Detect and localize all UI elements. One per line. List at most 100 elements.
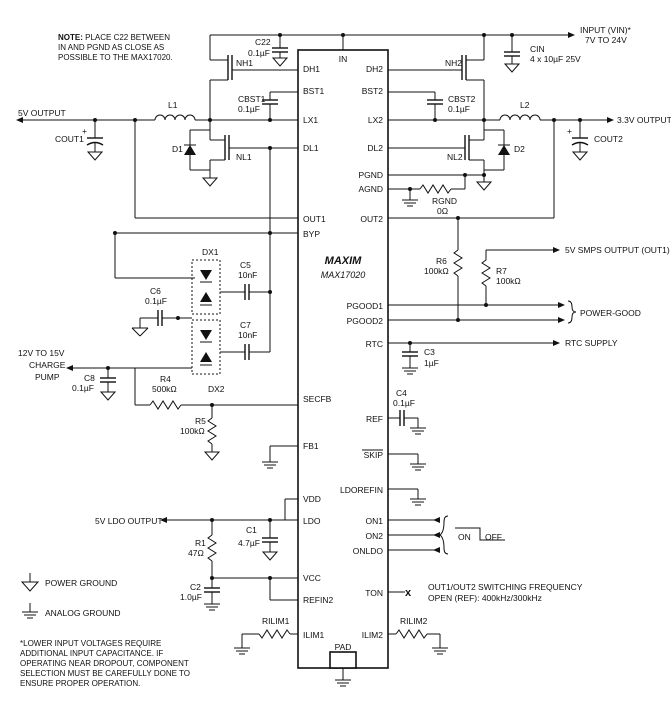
nl2-mosfet: NL2 <box>388 120 485 175</box>
pin-pgnd: PGND <box>358 170 383 180</box>
input-label: INPUT (VIN)* <box>580 25 632 35</box>
svg-text:0.1µF: 0.1µF <box>238 104 260 114</box>
pin-rtc: RTC <box>366 339 383 349</box>
pgood-network: R6 100kΩ 5V SMPS OUTPUT (OUT1) R7 100kΩ … <box>388 218 670 324</box>
svg-text:1.0µF: 1.0µF <box>180 592 202 602</box>
svg-text:D2: D2 <box>514 144 525 154</box>
cout2-capacitor: + COUT2 <box>567 118 623 161</box>
top-note: NOTE: PLACE C22 BETWEEN IN AND PGND AS C… <box>58 33 173 62</box>
pin-skip: SKIP <box>364 450 384 460</box>
svg-text:PUMP: PUMP <box>35 372 60 382</box>
pin-pad: PAD <box>335 642 352 652</box>
svg-text:4.7µF: 4.7µF <box>238 538 260 548</box>
pin-dl2: DL2 <box>367 143 383 153</box>
cin-capacitor: CIN 4 x 10µF 25V <box>503 33 581 73</box>
ldo-section: 5V LDO OUTPUT C1 4.7µF R1 47Ω C2 1.0µF <box>95 498 298 611</box>
pin-refin2: REFIN2 <box>303 595 334 605</box>
ref-network: C4 0.1µF <box>388 388 426 435</box>
svg-text:D1: D1 <box>172 144 183 154</box>
out1-byp-wires <box>113 118 298 235</box>
svg-text:1µF: 1µF <box>424 358 439 368</box>
svg-text:0.1µF: 0.1µF <box>393 398 415 408</box>
pin-byp: BYP <box>303 229 320 239</box>
svg-text:R4: R4 <box>160 374 171 384</box>
svg-text:0.1µF: 0.1µF <box>448 104 470 114</box>
svg-text:RGND: RGND <box>432 196 457 206</box>
skip-ground <box>388 453 426 471</box>
svg-text:NH1: NH1 <box>236 58 253 68</box>
pin-ldo: LDO <box>303 516 321 526</box>
nl1-mosfet: NL1 <box>201 120 298 187</box>
svg-text:OUT1/OUT2 SWITCHING FREQUENCY: OUT1/OUT2 SWITCHING FREQUENCY <box>428 582 583 592</box>
out1-label: 5V OUTPUT <box>18 108 66 118</box>
svg-text:CIN: CIN <box>530 44 545 54</box>
out2-wire <box>388 118 556 220</box>
svg-text:C7: C7 <box>240 320 251 330</box>
svg-text:R6: R6 <box>436 256 447 266</box>
out2-label: 3.3V OUTPUT <box>617 115 671 125</box>
svg-text:C1: C1 <box>246 525 257 535</box>
pin-on2: ON2 <box>366 531 384 541</box>
pin-out2: OUT2 <box>360 214 383 224</box>
svg-text:R1: R1 <box>195 538 206 548</box>
off-label: OFF <box>485 532 502 542</box>
pin-ton: TON <box>365 588 383 598</box>
legend-analog-ground: ANALOG GROUND <box>22 603 121 619</box>
svg-text:POWER GROUND: POWER GROUND <box>45 578 117 588</box>
l2-inductor: L2 3.3V OUTPUT <box>499 100 671 125</box>
svg-text:R5: R5 <box>195 416 206 426</box>
pin-onldo: ONLDO <box>353 546 384 556</box>
svg-text:OPERATING NEAR DROPOUT, COMPON: OPERATING NEAR DROPOUT, COMPONENT <box>20 659 189 668</box>
ground-symbol <box>335 679 351 687</box>
svg-text:NL1: NL1 <box>236 152 252 162</box>
l1-inductor: L1 5V OUTPUT <box>16 100 196 123</box>
pin-pgood1: PGOOD1 <box>347 301 384 311</box>
svg-text:0.1µF: 0.1µF <box>145 296 167 306</box>
input-range: 7V TO 24V <box>585 35 627 45</box>
svg-text:CBST1: CBST1 <box>238 94 266 104</box>
nh1-mosfet: NH1 <box>209 35 298 120</box>
svg-text:100kΩ: 100kΩ <box>424 266 449 276</box>
bottom-note: *LOWER INPUT VOLTAGES REQUIRE ADDITIONAL… <box>20 639 190 688</box>
svg-text:CHARGE: CHARGE <box>29 360 66 370</box>
svg-text:C6: C6 <box>150 286 161 296</box>
pin-fb1: FB1 <box>303 441 319 451</box>
pin-ilim2: ILIM2 <box>362 630 384 640</box>
fb1-ground <box>262 445 298 469</box>
svg-text:100kΩ: 100kΩ <box>180 426 205 436</box>
pin-vdd: VDD <box>303 494 321 504</box>
svg-text:ENSURE PROPER OPERATION.: ENSURE PROPER OPERATION. <box>20 679 140 688</box>
pin-secfb: SECFB <box>303 394 332 404</box>
svg-text:NH2: NH2 <box>445 58 462 68</box>
pad-box <box>329 651 357 669</box>
ldorefin-ground <box>388 488 426 506</box>
svg-text:R7: R7 <box>496 266 507 276</box>
pin-dh1: DH1 <box>303 64 320 74</box>
svg-text:C22: C22 <box>255 37 271 47</box>
svg-text:DX1: DX1 <box>202 247 219 257</box>
svg-text:47Ω: 47Ω <box>188 548 204 558</box>
svg-text:COUT1: COUT1 <box>55 134 84 144</box>
c22-capacitor: C22 0.1µF <box>248 33 289 67</box>
svg-text:IN AND PGND AS CLOSE AS: IN AND PGND AS CLOSE AS <box>58 43 164 52</box>
rtc-network: RTC SUPPLY C3 1µF <box>388 338 618 375</box>
rilim2-resistor: RILIM2 <box>388 616 448 655</box>
svg-text:10nF: 10nF <box>238 330 257 340</box>
cbst1-capacitor: CBST1 0.1µF <box>238 91 298 120</box>
legend-power-ground: POWER GROUND <box>20 573 117 592</box>
pin-pgood2: PGOOD2 <box>347 316 384 326</box>
svg-text:CBST2: CBST2 <box>448 94 476 104</box>
svg-text:RILIM2: RILIM2 <box>400 616 428 626</box>
charge-pump: DX1 C5 10nF C7 10nF C6 0.1µF <box>114 233 272 405</box>
svg-text:0.1µF: 0.1µF <box>248 48 270 58</box>
pin-agnd: AGND <box>358 184 383 194</box>
svg-text:SELECTION MUST BE CAREFULLY DO: SELECTION MUST BE CAREFULLY DONE TO <box>20 669 190 678</box>
pin-lx1: LX1 <box>303 115 318 125</box>
svg-text:+: + <box>82 126 87 136</box>
pin-lx2: LX2 <box>368 115 383 125</box>
svg-text:ANALOG GROUND: ANALOG GROUND <box>45 608 121 618</box>
svg-text:4 x 10µF 25V: 4 x 10µF 25V <box>530 54 581 64</box>
lx1-node <box>195 118 298 122</box>
svg-text:C3: C3 <box>424 347 435 357</box>
